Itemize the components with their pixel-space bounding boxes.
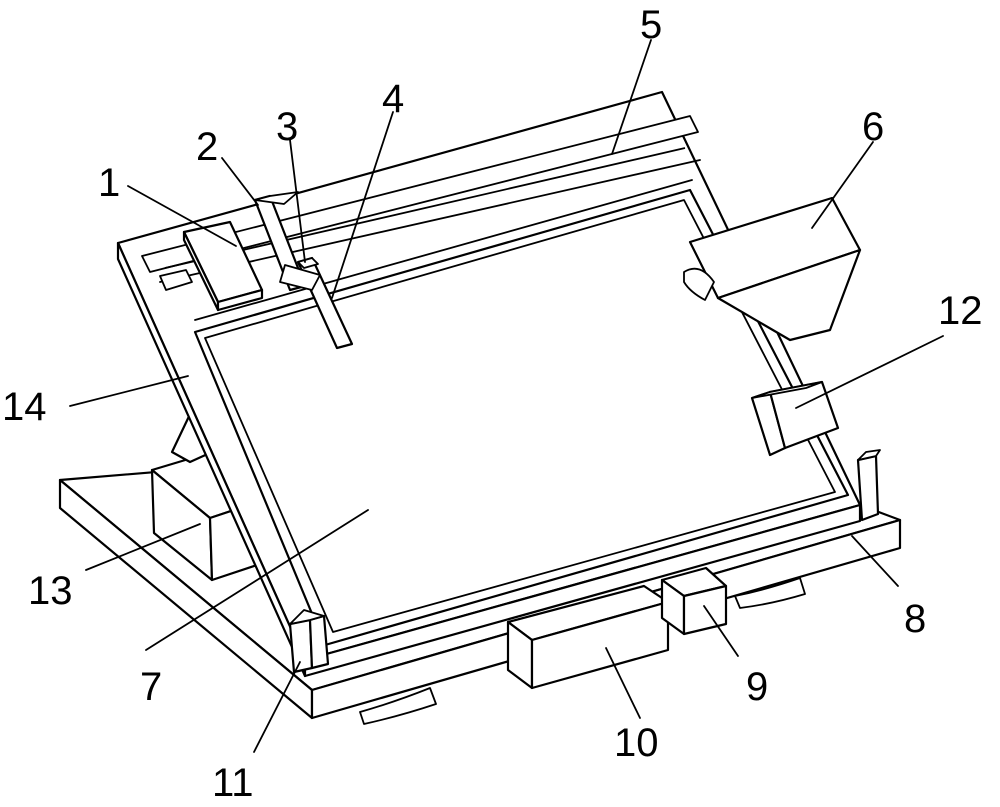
- main-frame: [116, 90, 862, 678]
- leader-8: [851, 535, 899, 587]
- leader-4: [331, 111, 394, 299]
- component-3-4-rod: [279, 256, 354, 350]
- leader-14: [69, 375, 189, 407]
- callout-12: 12: [938, 289, 983, 333]
- leader-11: [253, 661, 301, 753]
- component-8-post: [856, 449, 881, 522]
- component-1-block: [159, 220, 264, 312]
- leader-3: [289, 139, 306, 263]
- component-11-post: [288, 609, 330, 674]
- leader-12: [795, 335, 944, 409]
- leader-13: [85, 523, 201, 571]
- callout-8: 8: [904, 597, 926, 641]
- leader-9: [703, 605, 739, 657]
- callout-3: 3: [276, 105, 298, 149]
- component-9-box: [660, 566, 728, 636]
- callout-2: 2: [196, 125, 218, 169]
- leader-6: [811, 141, 874, 229]
- component-12-clamp: [750, 380, 840, 457]
- leader-lines: [69, 39, 944, 753]
- leader-5: [611, 39, 652, 155]
- component-6-bracket: [683, 196, 862, 342]
- callout-5: 5: [640, 3, 662, 47]
- callout-13: 13: [28, 569, 73, 613]
- callout-11: 11: [212, 761, 254, 805]
- callout-14: 14: [2, 385, 47, 429]
- callout-labels: 1 2 3 4 5 6 7 8 9 10 11 12 13 14: [2, 3, 983, 805]
- leader-1: [127, 185, 237, 247]
- component-10-box: [506, 584, 670, 690]
- leader-10: [605, 647, 641, 719]
- callout-9: 9: [746, 665, 768, 709]
- callout-6: 6: [862, 105, 884, 149]
- leader-2: [221, 157, 259, 206]
- leader-7: [145, 509, 369, 651]
- wheel-right: [734, 577, 806, 609]
- callout-7: 7: [140, 665, 162, 709]
- callout-4: 4: [382, 77, 404, 121]
- wheel-front: [359, 687, 437, 725]
- callout-1: 1: [98, 161, 120, 205]
- callout-10: 10: [614, 721, 659, 765]
